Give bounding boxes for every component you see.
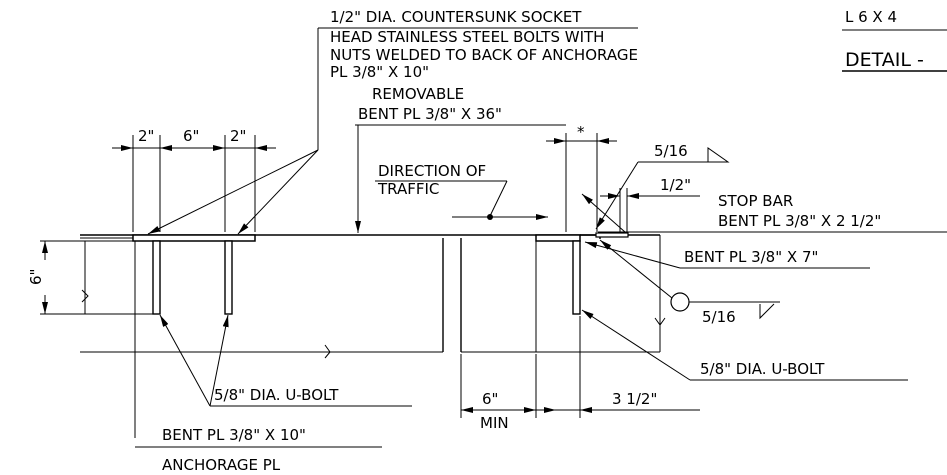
ubolt-right-label: 5/8" DIA. U-BOLT	[700, 360, 825, 378]
weld-all-around-icon	[670, 292, 690, 312]
stop-bar-leader	[581, 193, 626, 233]
anchorage-label: ANCHORAGE PL	[162, 456, 281, 474]
top-dimension-group: 2" 6" 2"	[112, 127, 276, 232]
u-bolt-right	[572, 240, 581, 315]
ubolt-left-label: 5/8" DIA. U-BOLT	[214, 386, 339, 404]
dim-2-right: 2"	[230, 127, 246, 145]
bolts-note-line4: PL 3/8" X 10"	[330, 63, 429, 81]
dim-half: 1/2"	[660, 176, 691, 194]
direction-line1: DIRECTION OF	[378, 162, 486, 180]
bent-7-leader	[584, 241, 681, 269]
break-symbol-left	[324, 344, 331, 359]
stop-bar-plate	[595, 232, 629, 238]
traffic-direction-group: DIRECTION OF TRAFFIC	[375, 162, 548, 220]
weld-bottom-fillet-icon	[759, 303, 775, 320]
weld-bottom-leader	[599, 239, 673, 299]
break-symbol-right	[654, 317, 666, 326]
ubolt-left-leader-1	[159, 314, 211, 407]
bent-10-label: BENT PL 3/8" X 10"	[162, 426, 306, 444]
dim-2-left: 2"	[138, 127, 154, 145]
stop-bar-line1: STOP BAR	[718, 192, 793, 210]
u-bolt-left-1	[152, 240, 161, 315]
ubolt-left-note-group: 5/8" DIA. U-BOLT	[159, 314, 412, 407]
bolts-note-line1: 1/2" DIA. COUNTERSUNK SOCKET	[330, 8, 582, 26]
dim-min-label: MIN	[480, 414, 509, 432]
bent-7-note-group: BENT PL 3/8" X 7"	[584, 241, 870, 269]
u-bolt-left-2	[224, 240, 233, 315]
detail-title: DETAIL -	[845, 49, 924, 71]
weld-bottom-size: 5/16	[702, 308, 736, 326]
weld-symbol-top: 5/16	[595, 142, 730, 230]
direction-leader	[489, 180, 508, 217]
dim-6-vertical: 6"	[27, 269, 45, 285]
ubolt-left-leader-2	[209, 314, 229, 407]
anchorage-note-group: BENT PL 3/8" X 10" ANCHORAGE PL	[135, 426, 382, 474]
half-inch-dimension-group: 1/2"	[600, 176, 700, 232]
anchorage-plate-left	[132, 234, 256, 242]
weld-top-size: 5/16	[654, 142, 688, 160]
bent-7-label: BENT PL 3/8" X 7"	[684, 248, 818, 266]
removable-note-line2: BENT PL 3/8" X 36"	[358, 105, 502, 123]
dim-6-bottom: 6"	[482, 390, 498, 408]
vertical-dimension-group: 6"	[27, 241, 48, 314]
deck-structure	[40, 232, 666, 438]
dim-star: *	[577, 123, 585, 141]
bolts-note-line2: HEAD STAINLESS STEEL BOLTS WITH	[330, 28, 604, 46]
break-symbol-vertical	[81, 289, 89, 303]
bolts-leader-1	[147, 149, 319, 235]
weld-top-flag-icon	[707, 147, 730, 163]
bolts-leader-2	[237, 149, 319, 235]
dim-6-top: 6"	[183, 127, 199, 145]
stop-bar-note-group: STOP BAR BENT PL 3/8" X 2 1/2"	[581, 192, 947, 233]
dim-3-5: 3 1/2"	[612, 390, 657, 408]
detail-header-text: L 6 X 4	[845, 8, 897, 26]
bolts-note-group: 1/2" DIA. COUNTERSUNK SOCKET HEAD STAINL…	[147, 8, 638, 235]
ubolt-right-note-group: 5/8" DIA. U-BOLT	[581, 309, 908, 381]
removable-note-line1: REMOVABLE	[372, 85, 464, 103]
direction-line2: TRAFFIC	[377, 180, 439, 198]
weld-symbol-bottom: 5/16	[599, 239, 780, 326]
bottom-dimension-group: 6" MIN 3 1/2"	[460, 316, 700, 432]
star-dimension-group: *	[546, 123, 617, 232]
stop-bar-line2: BENT PL 3/8" X 2 1/2"	[718, 212, 881, 230]
ubolt-right-leader	[581, 309, 691, 381]
removable-note-group: REMOVABLE BENT PL 3/8" X 36"	[355, 85, 566, 233]
bolts-note-line3: NUTS WELDED TO BACK OF ANCHORAGE	[330, 46, 638, 64]
bent-plate-right	[535, 234, 581, 242]
